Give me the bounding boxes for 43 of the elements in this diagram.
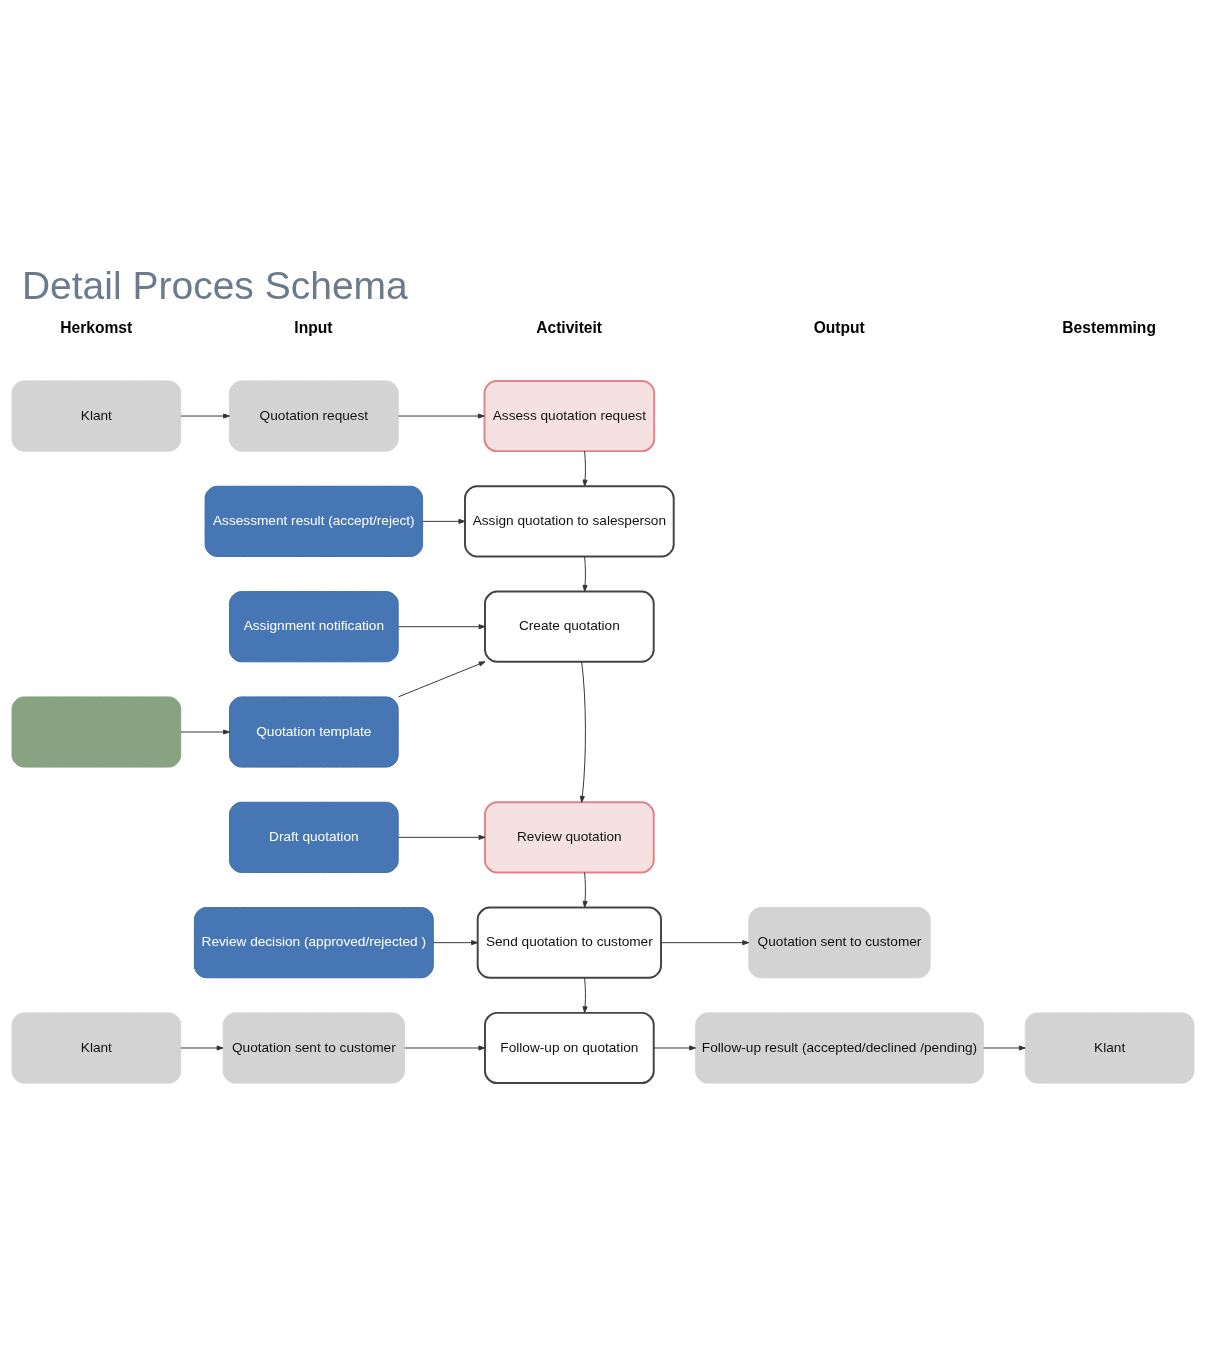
- node-box: Assess quotation request: [483, 379, 656, 453]
- node-box: Follow-up result (accepted/declined /pending): [695, 1012, 984, 1084]
- node-box: Create quotation: [484, 590, 655, 663]
- node-box: Assignment notification: [229, 591, 399, 663]
- label: Input: [294, 318, 333, 336]
- node-box: Quotation sent to customer: [748, 907, 931, 979]
- node-box: Review decision (approved/rejected ): [193, 907, 434, 979]
- arrow: [582, 556, 588, 592]
- arrow: [653, 1045, 696, 1051]
- arrow: [432, 940, 478, 946]
- node-box: Draft quotation: [229, 801, 399, 873]
- node-box: Assign quotation to salesperson: [464, 485, 675, 558]
- node-box: Klant: [11, 1012, 182, 1084]
- label: Bestemming: [1062, 318, 1156, 336]
- arrow: [404, 1045, 486, 1051]
- arrow: [398, 661, 486, 698]
- label: Output: [813, 318, 865, 336]
- arrow: [422, 518, 466, 524]
- arrow: [397, 413, 485, 419]
- arrow: [579, 661, 586, 803]
- arrow: [180, 1045, 224, 1051]
- node-box: [11, 696, 182, 768]
- arrow: [397, 624, 486, 630]
- arrow: [983, 1045, 1026, 1051]
- diagram-title: Detail Proces Schema: [21, 264, 408, 308]
- node-box: Review quotation: [484, 801, 655, 874]
- label: Herkomst: [60, 318, 133, 336]
- label: Activiteit: [536, 318, 603, 336]
- node-box: Send quotation to customer: [476, 906, 662, 979]
- node-box: Quotation request: [229, 380, 399, 452]
- node-box: Assessment result (accept/reject): [204, 485, 424, 557]
- node-box: Klant: [1024, 1012, 1195, 1084]
- arrow: [582, 871, 588, 908]
- arrow: [582, 450, 588, 487]
- arrow: [397, 834, 486, 840]
- arrow: [660, 940, 750, 946]
- node-box: Quotation template: [229, 696, 399, 768]
- node-box: Klant: [11, 380, 182, 452]
- node-box: Quotation sent to customer: [222, 1012, 406, 1084]
- arrow: [180, 413, 230, 419]
- node-box: Follow-up on quotation: [484, 1011, 655, 1085]
- arrow: [582, 977, 588, 1014]
- arrow: [180, 729, 230, 735]
